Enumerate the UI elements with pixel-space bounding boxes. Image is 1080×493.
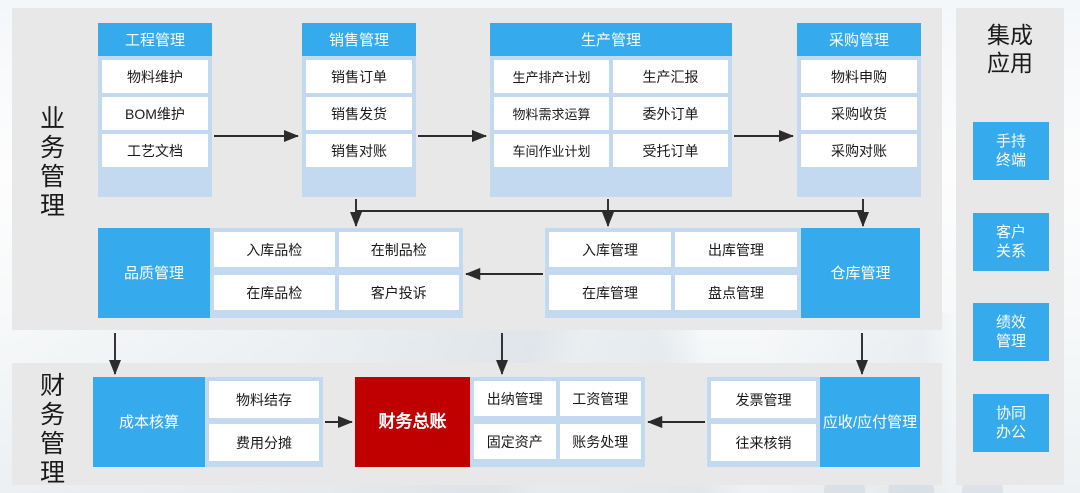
item-invoice-management[interactable]: 发票管理 bbox=[711, 381, 816, 418]
apps-title-line1: 集成 bbox=[987, 23, 1033, 48]
app-1-line2: 关系 bbox=[995, 243, 1026, 260]
app-0-line1: 手持 bbox=[995, 133, 1026, 150]
card-quality-items: 入库品检 在制品检 在库品检 客户投诉 bbox=[210, 228, 463, 318]
card-purchase-management[interactable]: 采购管理 物料申购 采购收货 采购对账 bbox=[797, 23, 921, 197]
card-ledger-title: 财务总账 bbox=[355, 377, 470, 467]
card-warehouse-items: 入库管理 出库管理 在库管理 盘点管理 bbox=[545, 228, 801, 318]
card-receivable-title-line2: 管理 bbox=[887, 413, 918, 431]
item-material-requirement-calc[interactable]: 物料需求运算 bbox=[494, 97, 609, 130]
card-purchase-title: 采购管理 bbox=[797, 23, 921, 56]
app-2-line1: 绩效 bbox=[995, 314, 1026, 331]
card-cost-title: 成本核算 bbox=[93, 377, 205, 467]
item-accounting-processing[interactable]: 账务处理 bbox=[559, 424, 641, 459]
item-payroll-management[interactable]: 工资管理 bbox=[559, 381, 641, 416]
item-bom-maintenance[interactable]: BOM维护 bbox=[102, 97, 208, 130]
item-sales-delivery[interactable]: 销售发货 bbox=[306, 97, 412, 130]
card-production-title: 生产管理 bbox=[490, 23, 732, 56]
item-sales-order[interactable]: 销售订单 bbox=[306, 60, 412, 93]
app-2-line2: 管理 bbox=[995, 333, 1026, 350]
card-warehouse-title: 仓库管理 bbox=[801, 228, 920, 318]
card-receivable-title-line1: 应收/应付 bbox=[822, 413, 888, 431]
item-settlement-writeoff[interactable]: 往来核销 bbox=[711, 424, 816, 461]
apps-title-line2: 应用 bbox=[987, 51, 1033, 76]
item-outsourcing-order[interactable]: 委外订单 bbox=[613, 97, 728, 130]
item-stock-inspection[interactable]: 在库品检 bbox=[214, 275, 335, 310]
item-customer-complaint[interactable]: 客户投诉 bbox=[338, 275, 459, 310]
business-band-label: 业务管理 bbox=[39, 106, 66, 220]
app-button-handheld-terminal[interactable]: 手持 终端 bbox=[973, 122, 1049, 180]
card-quality-management[interactable]: 品质管理 入库品检 在制品检 在库品检 客户投诉 bbox=[98, 228, 463, 318]
item-material-requisition[interactable]: 物料申购 bbox=[801, 60, 917, 93]
card-receivable-payable[interactable]: 应收/应付 管理 发票管理 往来核销 bbox=[707, 377, 920, 467]
item-outbound-management[interactable]: 出库管理 bbox=[675, 232, 797, 267]
item-material-maintenance[interactable]: 物料维护 bbox=[102, 60, 208, 93]
card-cost-items: 物料结存 费用分摊 bbox=[205, 377, 323, 467]
item-sales-reconciliation[interactable]: 销售对账 bbox=[306, 134, 412, 167]
card-sales-title: 销售管理 bbox=[302, 23, 416, 56]
card-sales-management[interactable]: 销售管理 销售订单 销售发货 销售对账 bbox=[302, 23, 416, 197]
item-stock-management[interactable]: 在库管理 bbox=[549, 275, 671, 310]
card-receivable-items: 发票管理 往来核销 bbox=[707, 377, 820, 467]
item-purchase-receipt[interactable]: 采购收货 bbox=[801, 97, 917, 130]
integrated-apps-title: 集成 应用 bbox=[956, 22, 1064, 78]
card-engineering-items: 物料维护 BOM维护 工艺文档 bbox=[98, 56, 212, 171]
card-production-items: 生产排产计划 生产汇报 物料需求运算 委外订单 车间作业计划 受托订单 bbox=[490, 56, 732, 171]
item-production-schedule-plan[interactable]: 生产排产计划 bbox=[494, 60, 609, 93]
card-general-ledger[interactable]: 财务总账 出纳管理 工资管理 固定资产 账务处理 bbox=[355, 377, 645, 467]
app-button-collaborative-office[interactable]: 协同 办公 bbox=[973, 394, 1049, 452]
card-warehouse-management[interactable]: 仓库管理 入库管理 出库管理 在库管理 盘点管理 bbox=[545, 228, 920, 318]
card-production-management[interactable]: 生产管理 生产排产计划 生产汇报 物料需求运算 委外订单 车间作业计划 受托订单 bbox=[490, 23, 732, 197]
item-inbound-inspection[interactable]: 入库品检 bbox=[214, 232, 335, 267]
item-purchase-reconciliation[interactable]: 采购对账 bbox=[801, 134, 917, 167]
card-engineering-management[interactable]: 工程管理 物料维护 BOM维护 工艺文档 bbox=[98, 23, 212, 197]
card-quality-title: 品质管理 bbox=[98, 228, 210, 318]
item-entrusted-order[interactable]: 受托订单 bbox=[613, 134, 728, 167]
card-ledger-items: 出纳管理 工资管理 固定资产 账务处理 bbox=[470, 377, 645, 467]
item-wip-inspection[interactable]: 在制品检 bbox=[338, 232, 459, 267]
app-button-performance-management[interactable]: 绩效 管理 bbox=[973, 303, 1049, 361]
app-0-line2: 终端 bbox=[995, 152, 1026, 169]
app-1-line1: 客户 bbox=[995, 224, 1026, 241]
card-sales-items: 销售订单 销售发货 销售对账 bbox=[302, 56, 416, 171]
item-inbound-management[interactable]: 入库管理 bbox=[549, 232, 671, 267]
finance-band-label: 财务管理 bbox=[39, 373, 66, 487]
item-stocktaking-management[interactable]: 盘点管理 bbox=[675, 275, 797, 310]
card-engineering-title: 工程管理 bbox=[98, 23, 212, 56]
app-button-customer-relations[interactable]: 客户 关系 bbox=[973, 213, 1049, 271]
card-purchase-items: 物料申购 采购收货 采购对账 bbox=[797, 56, 921, 171]
item-expense-allocation[interactable]: 费用分摊 bbox=[209, 424, 319, 461]
card-receivable-title: 应收/应付 管理 bbox=[820, 377, 920, 467]
item-fixed-assets[interactable]: 固定资产 bbox=[474, 424, 556, 459]
item-material-balance[interactable]: 物料结存 bbox=[209, 381, 319, 418]
item-production-report[interactable]: 生产汇报 bbox=[613, 60, 728, 93]
item-workshop-job-plan[interactable]: 车间作业计划 bbox=[494, 134, 609, 167]
card-cost-accounting[interactable]: 成本核算 物料结存 费用分摊 bbox=[93, 377, 323, 467]
app-3-line1: 协同 bbox=[995, 405, 1026, 422]
item-cashier-management[interactable]: 出纳管理 bbox=[474, 381, 556, 416]
app-3-line2: 办公 bbox=[995, 424, 1026, 441]
item-process-document[interactable]: 工艺文档 bbox=[102, 134, 208, 167]
